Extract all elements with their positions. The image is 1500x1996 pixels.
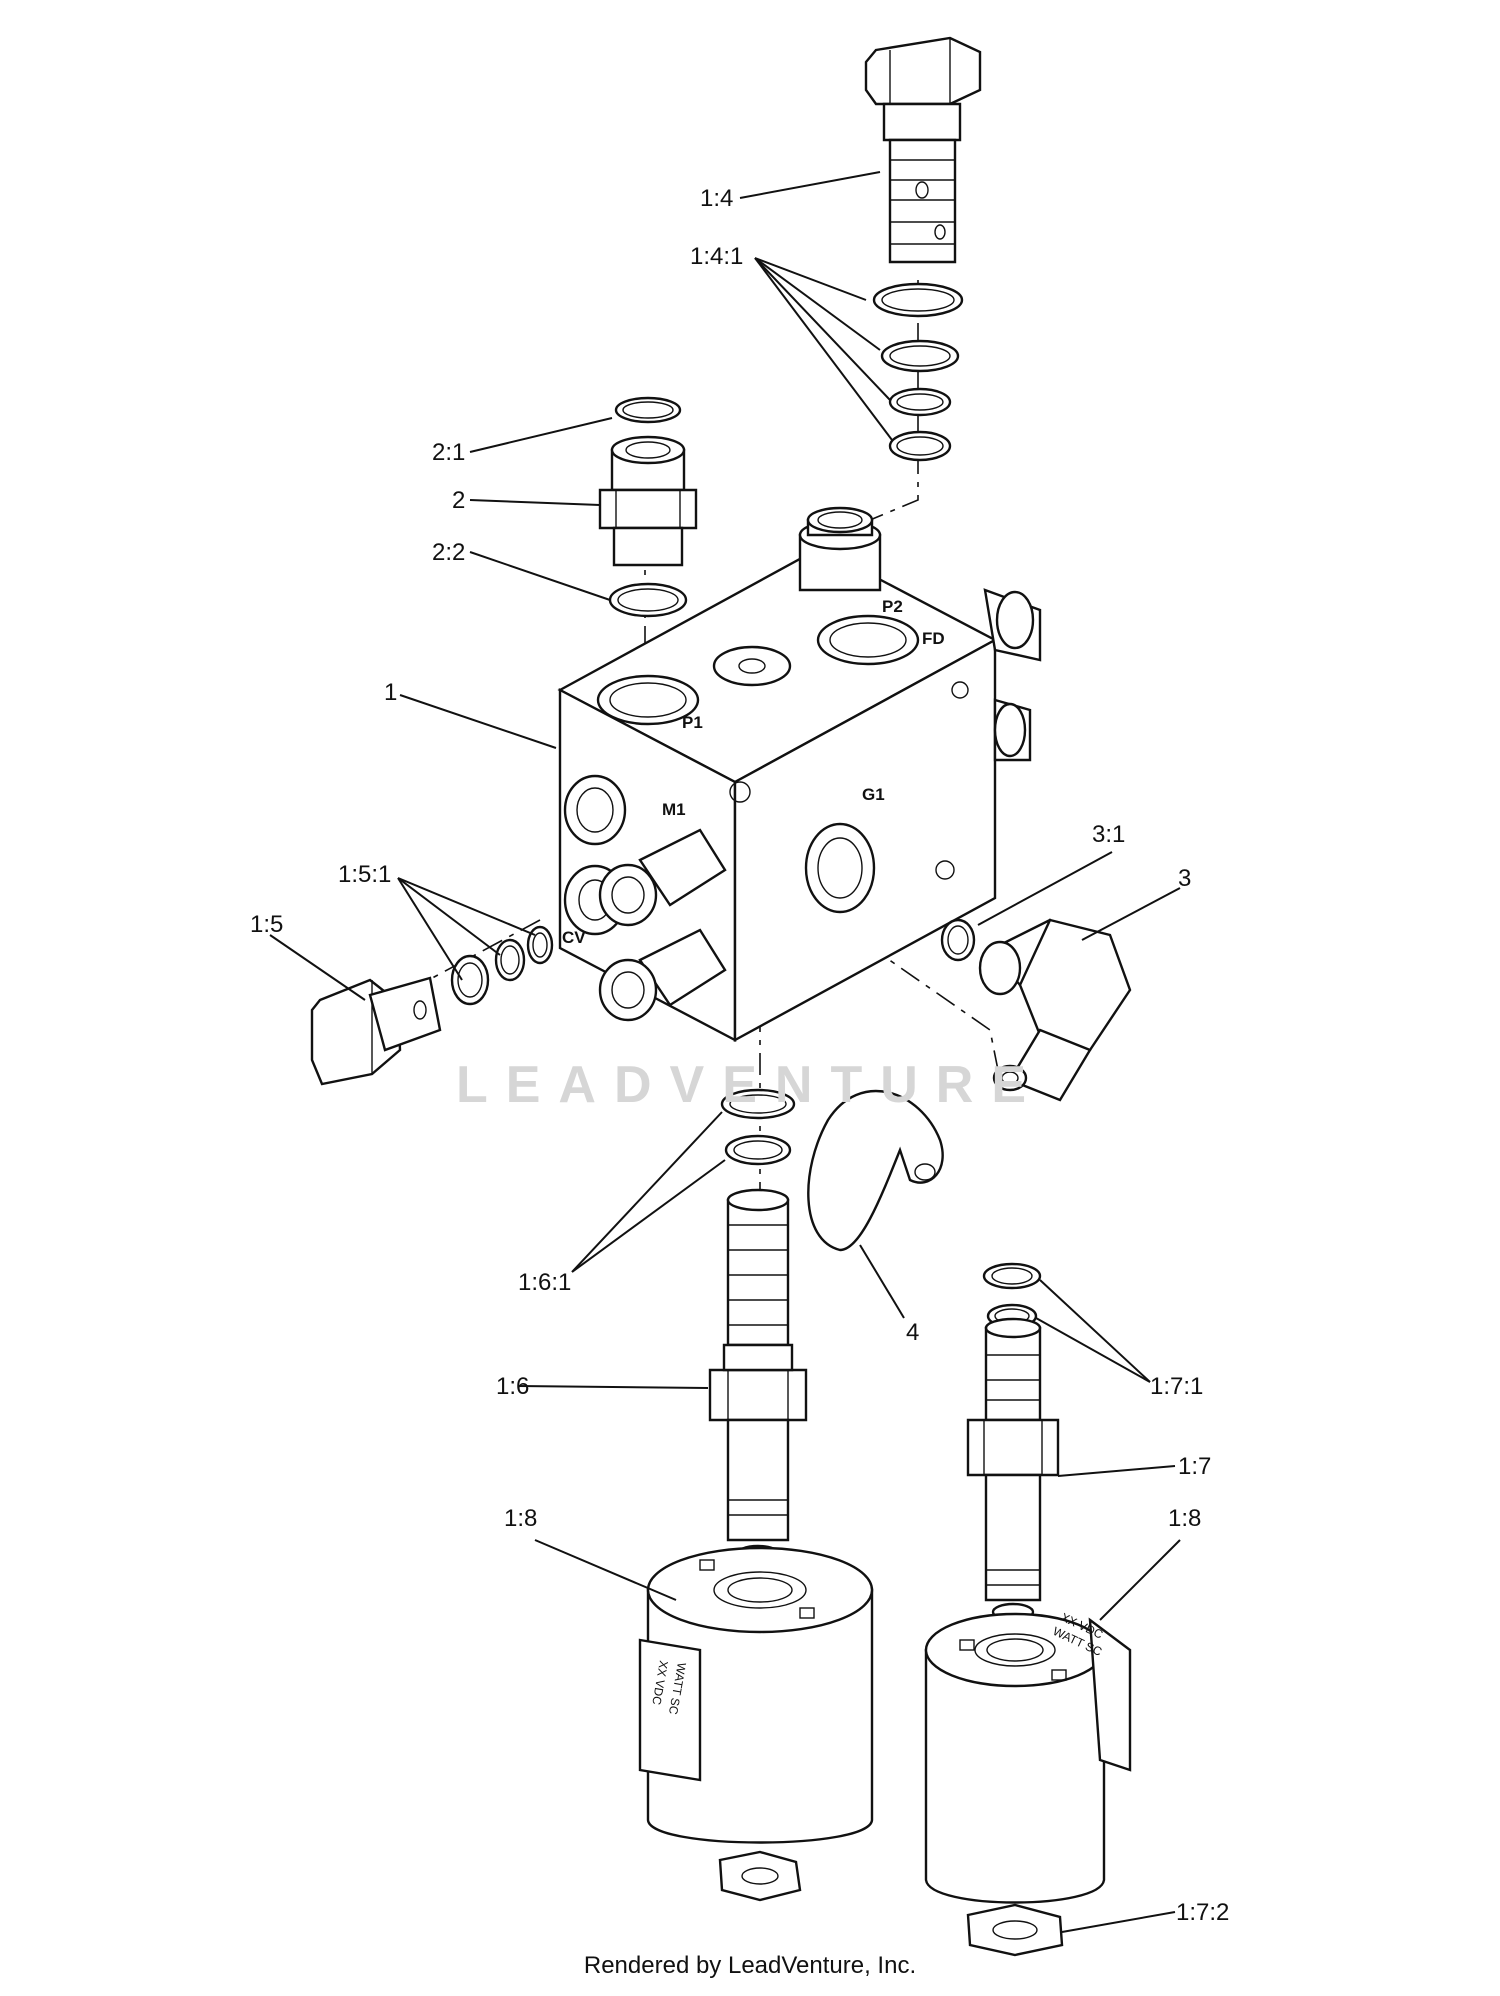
footer-credit: Rendered by LeadVenture, Inc. [583, 1952, 917, 1979]
callout-3-1: 3:1 [1092, 821, 1125, 848]
callout-1-7-1: 1:7:1 [1150, 1373, 1203, 1400]
port-label-g1: G1 [862, 785, 885, 804]
o-rings-1-4-1 [872, 282, 964, 462]
callout-1: 1 [384, 679, 397, 706]
watermark-text: LEADVENTURE [455, 1056, 1045, 1114]
solenoid-coil-left-1-8: XX VDC WATT SC [638, 1546, 874, 1844]
fitting-2 [598, 396, 698, 618]
port-label-p2: P2 [882, 597, 903, 616]
manifold-block-1 [557, 506, 1042, 1043]
leader-lines [269, 171, 1181, 1933]
o-ring-3-1 [940, 918, 976, 962]
callout-2-2: 2:2 [432, 539, 465, 566]
callout-labels: 1:4 1:4:1 2:1 2 2:2 1 1:5:1 1:5 3:1 3 1:… [250, 185, 1229, 1926]
callout-1-4: 1:4 [700, 185, 733, 212]
callout-1-7-2: 1:7:2 [1176, 1899, 1229, 1926]
nut-left [718, 1850, 802, 1902]
callout-2: 2 [452, 487, 465, 514]
callout-1-7: 1:7 [1178, 1453, 1211, 1480]
callout-2-1: 2:1 [432, 439, 465, 466]
cartridge-valve-1-4 [864, 36, 982, 264]
solenoid-coil-right-1-8: XX VDC WATT SC [924, 1610, 1132, 1904]
o-rings-1-7-1 [982, 1262, 1042, 1329]
port-label-fd: FD [922, 629, 945, 648]
callout-1-8-right: 1:8 [1168, 1505, 1201, 1532]
callout-1-4-1: 1:4:1 [690, 243, 743, 270]
cartridge-valve-1-7 [966, 1317, 1060, 1622]
callout-1-5: 1:5 [250, 911, 283, 938]
o-rings-1-6-1 [720, 1088, 796, 1166]
port-label-cv: CV [562, 928, 586, 947]
callout-3: 3 [1178, 865, 1191, 892]
callout-4: 4 [906, 1319, 919, 1346]
plug-1-5 [310, 976, 442, 1086]
o-rings-1-5-1 [450, 925, 554, 1006]
port-label-p1: P1 [682, 713, 703, 732]
callout-1-8-left: 1:8 [504, 1505, 537, 1532]
port-labels: P1 P2 FD M1 G1 CV [562, 597, 945, 947]
callout-1-6-1: 1:6:1 [518, 1269, 571, 1296]
port-label-m1: M1 [662, 800, 686, 819]
cartridge-valve-1-6 [708, 1188, 808, 1566]
elbow-fitting-3 [978, 918, 1132, 1102]
callout-1-6: 1:6 [496, 1373, 529, 1400]
nut-1-7-2 [966, 1903, 1064, 1957]
clip-4 [807, 1089, 944, 1252]
callout-1-5-1: 1:5:1 [338, 861, 391, 888]
